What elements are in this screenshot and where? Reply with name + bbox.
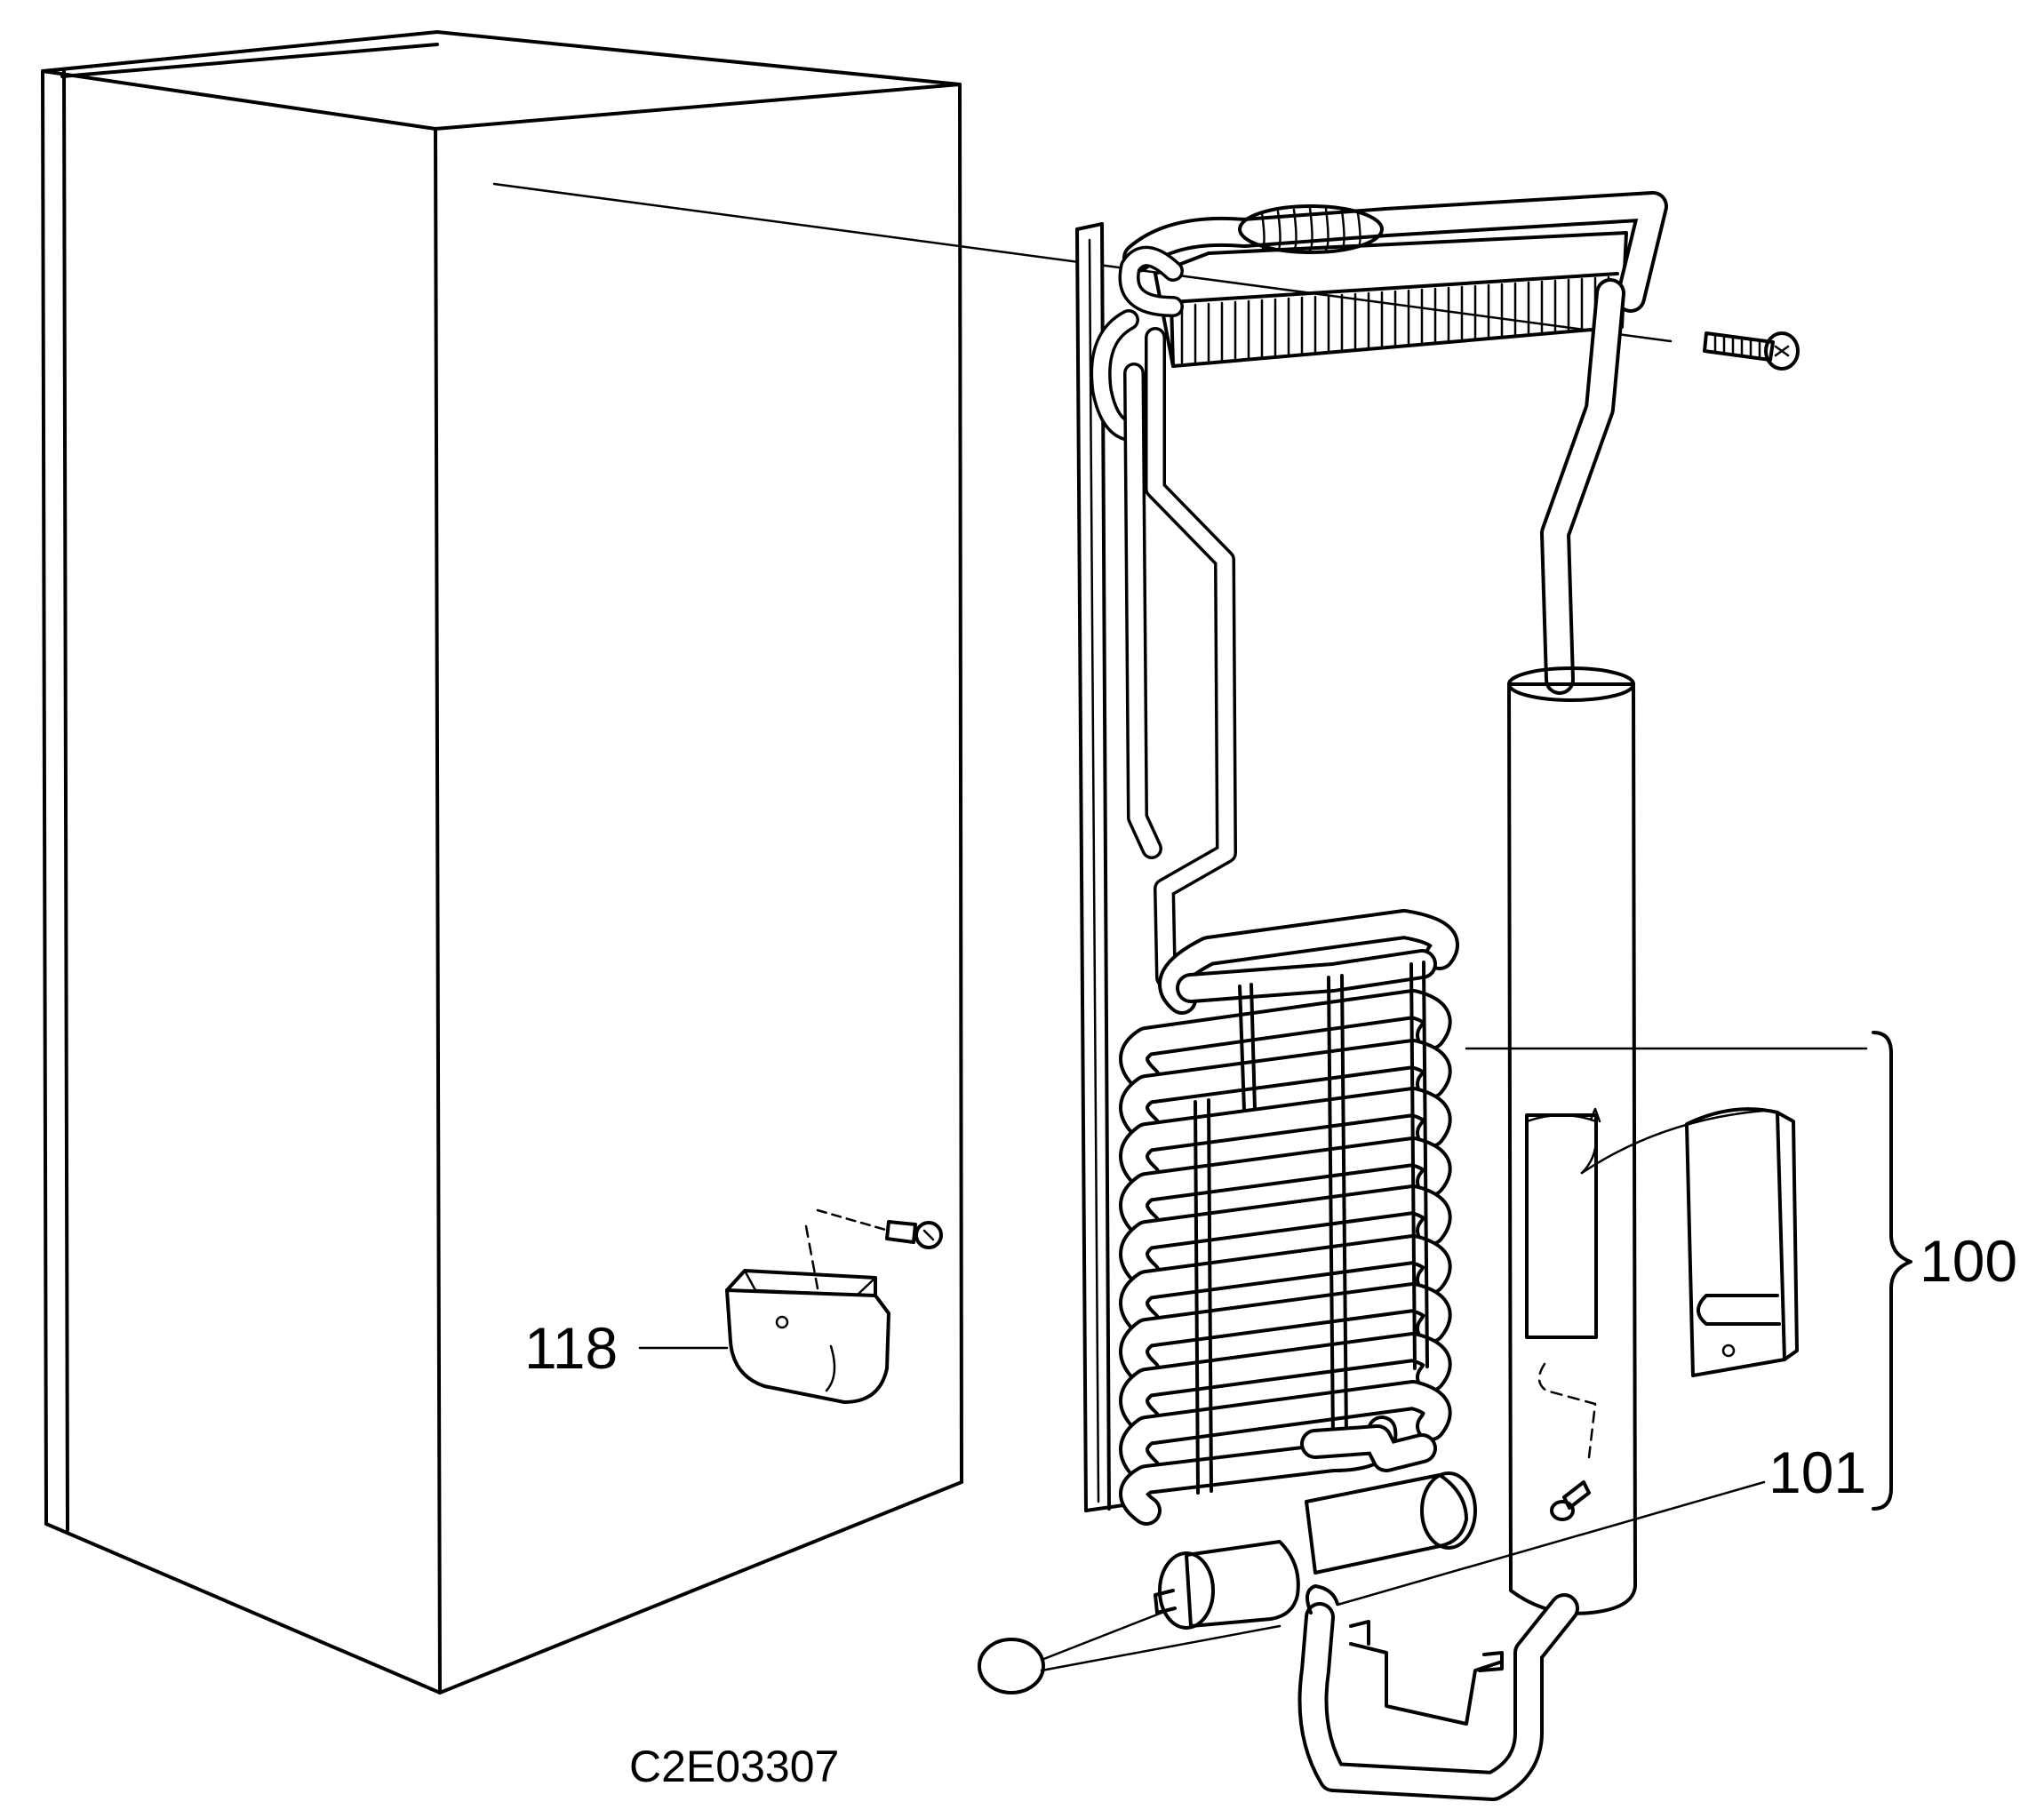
callout-118: 118 <box>524 1315 618 1381</box>
refrigerator-cabinet <box>41 30 963 1694</box>
bracket-100 <box>1872 1031 1912 1511</box>
drawing-code: C2E03307 <box>629 1742 839 1791</box>
bracket-cover-part-118 <box>725 1208 890 1404</box>
callout-100: 100 <box>1920 1228 2017 1294</box>
thermostat-screw <box>1537 1362 1597 1521</box>
absorber-coil <box>1119 909 1459 1526</box>
left-tube-loop <box>1090 245 1184 442</box>
top-screw <box>1703 331 1800 371</box>
finned-condenser <box>1154 231 1628 368</box>
callout-101: 101 <box>1769 1439 1866 1505</box>
mounting-plate <box>1075 222 1138 1512</box>
lower-tubing <box>1154 1424 1579 1801</box>
vertical-tubes <box>1123 327 1237 999</box>
boiler-cylinder <box>1507 666 1766 1615</box>
inspection-marker <box>978 1584 1339 1694</box>
heater-cover <box>1685 1107 1799 1377</box>
small-screw <box>885 1220 943 1249</box>
leader-101 <box>1336 1480 1766 1607</box>
riser-tube <box>1540 278 1625 695</box>
